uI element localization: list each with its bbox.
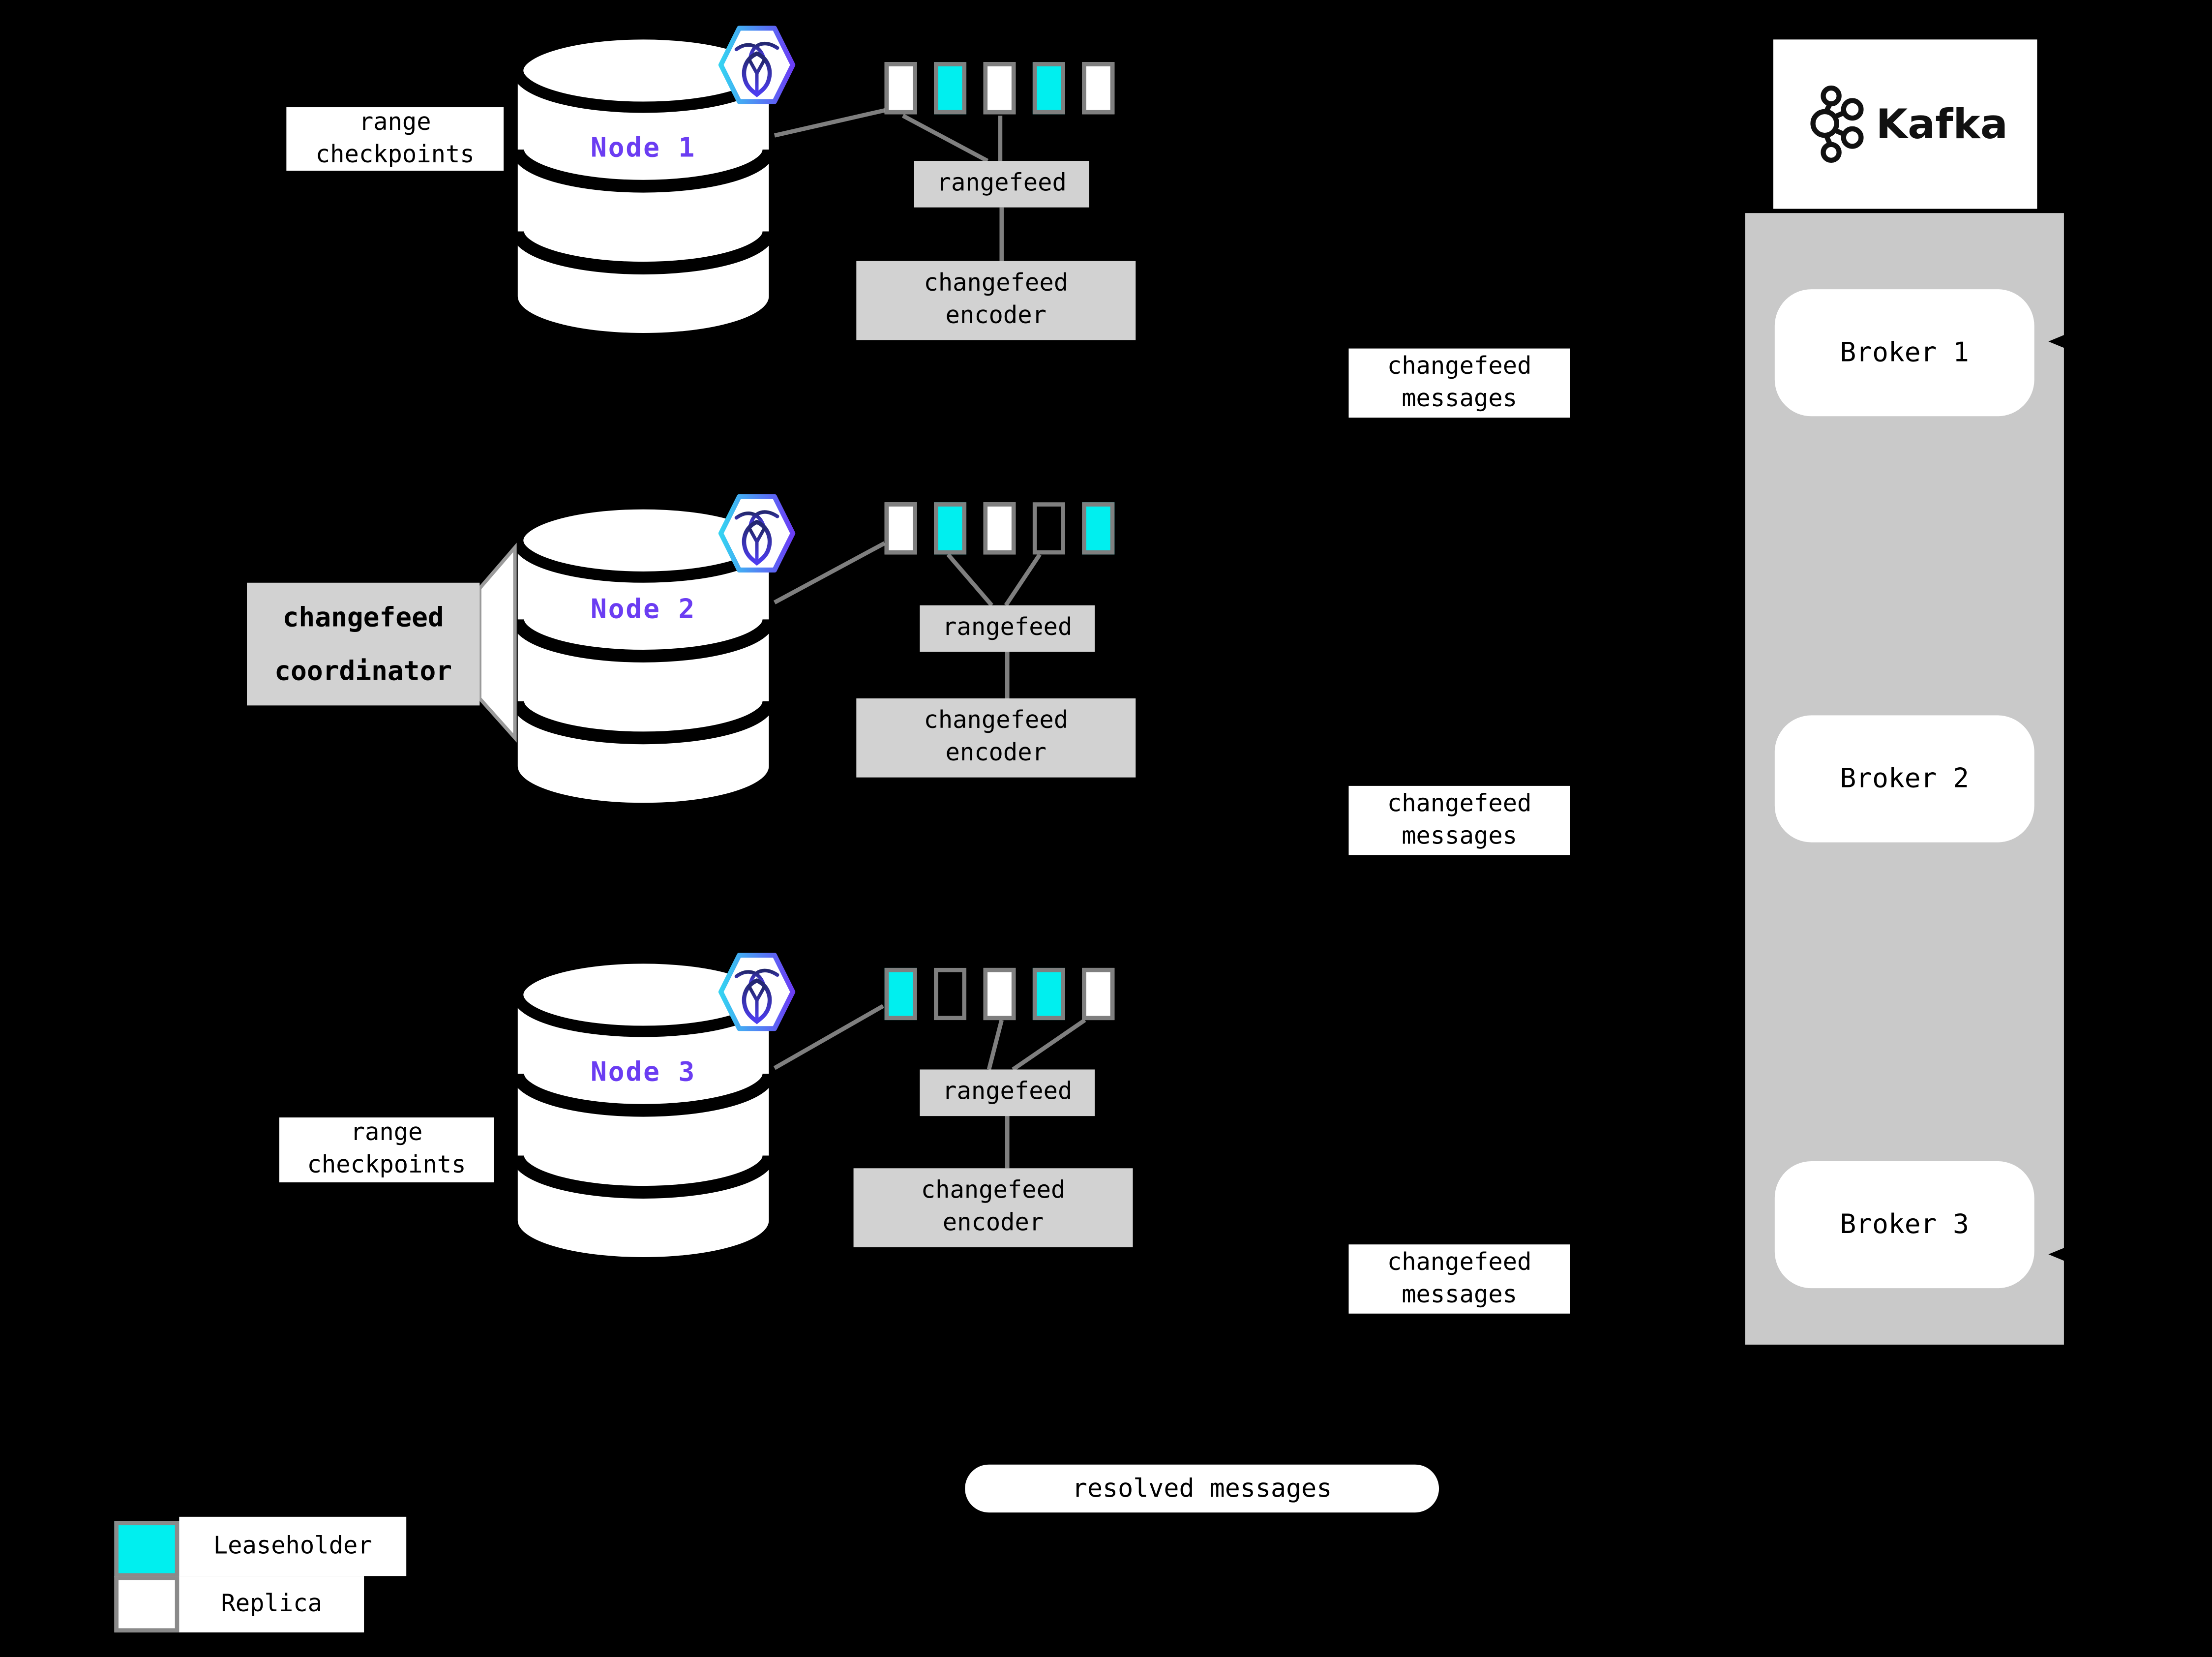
legend-leaseholder-swatch	[114, 1521, 179, 1578]
rangefeed-label: rangefeed	[914, 161, 1089, 208]
range-box	[1082, 502, 1115, 555]
arrowhead-icon	[2048, 331, 2073, 352]
broker-box: Broker 2	[1774, 715, 2034, 843]
kafka-logo-box: Kafka	[1773, 39, 2037, 209]
range-box	[884, 967, 917, 1021]
arrowhead-icon	[2048, 1244, 2073, 1265]
changefeed-encoder-label: changefeed encoder	[856, 261, 1136, 340]
range-box	[1082, 967, 1115, 1021]
cockroachdb-icon	[721, 497, 793, 570]
megaphone-callout	[478, 542, 517, 743]
node-label: Node 3	[591, 1056, 696, 1088]
range-checkpoints-label: range checkpoints	[286, 107, 504, 171]
range-box	[884, 62, 917, 115]
range-box	[884, 502, 917, 555]
legend-replica-label: Replica	[179, 1576, 364, 1633]
kafka-logo-icon	[1810, 85, 1863, 163]
legend-replica-swatch	[114, 1576, 179, 1633]
changefeed-messages-label: changefeed messages	[1348, 348, 1570, 418]
ranges-row	[884, 62, 1115, 115]
range-box	[983, 502, 1016, 555]
connector-lines	[773, 108, 1086, 1169]
changefeed-messages-label: changefeed messages	[1348, 1244, 1570, 1314]
changefeed-encoder-label: changefeed encoder	[856, 698, 1136, 778]
range-box	[934, 62, 967, 115]
kafka-title: Kafka	[1876, 100, 2008, 149]
rangefeed-label: rangefeed	[920, 605, 1095, 652]
cockroachdb-icon	[721, 28, 793, 101]
changefeed-messages-label: changefeed messages	[1348, 785, 1570, 855]
legend-leaseholder-label: Leaseholder	[179, 1516, 407, 1576]
cockroachdb-icon	[721, 955, 793, 1028]
range-box	[934, 967, 967, 1021]
changefeed-coordinator-label: changefeed coordinator	[247, 582, 480, 706]
broker-box: Broker 1	[1774, 289, 2034, 417]
range-box	[983, 62, 1016, 115]
node-label: Node 2	[591, 594, 696, 625]
resolved-messages-label: resolved messages	[965, 1464, 1439, 1513]
rangefeed-label: rangefeed	[920, 1069, 1095, 1116]
node-label: Node 1	[591, 132, 696, 164]
range-box	[983, 967, 1016, 1021]
broker-box: Broker 3	[1774, 1161, 2034, 1289]
changefeed-encoder-label: changefeed encoder	[853, 1168, 1133, 1247]
ranges-row	[884, 502, 1115, 555]
range-box	[1032, 62, 1065, 115]
range-box	[934, 502, 967, 555]
range-box	[1082, 62, 1115, 115]
ranges-row	[884, 967, 1115, 1021]
range-box	[1032, 502, 1065, 555]
range-box	[1032, 967, 1065, 1021]
range-checkpoints-label: range checkpoints	[279, 1117, 494, 1182]
